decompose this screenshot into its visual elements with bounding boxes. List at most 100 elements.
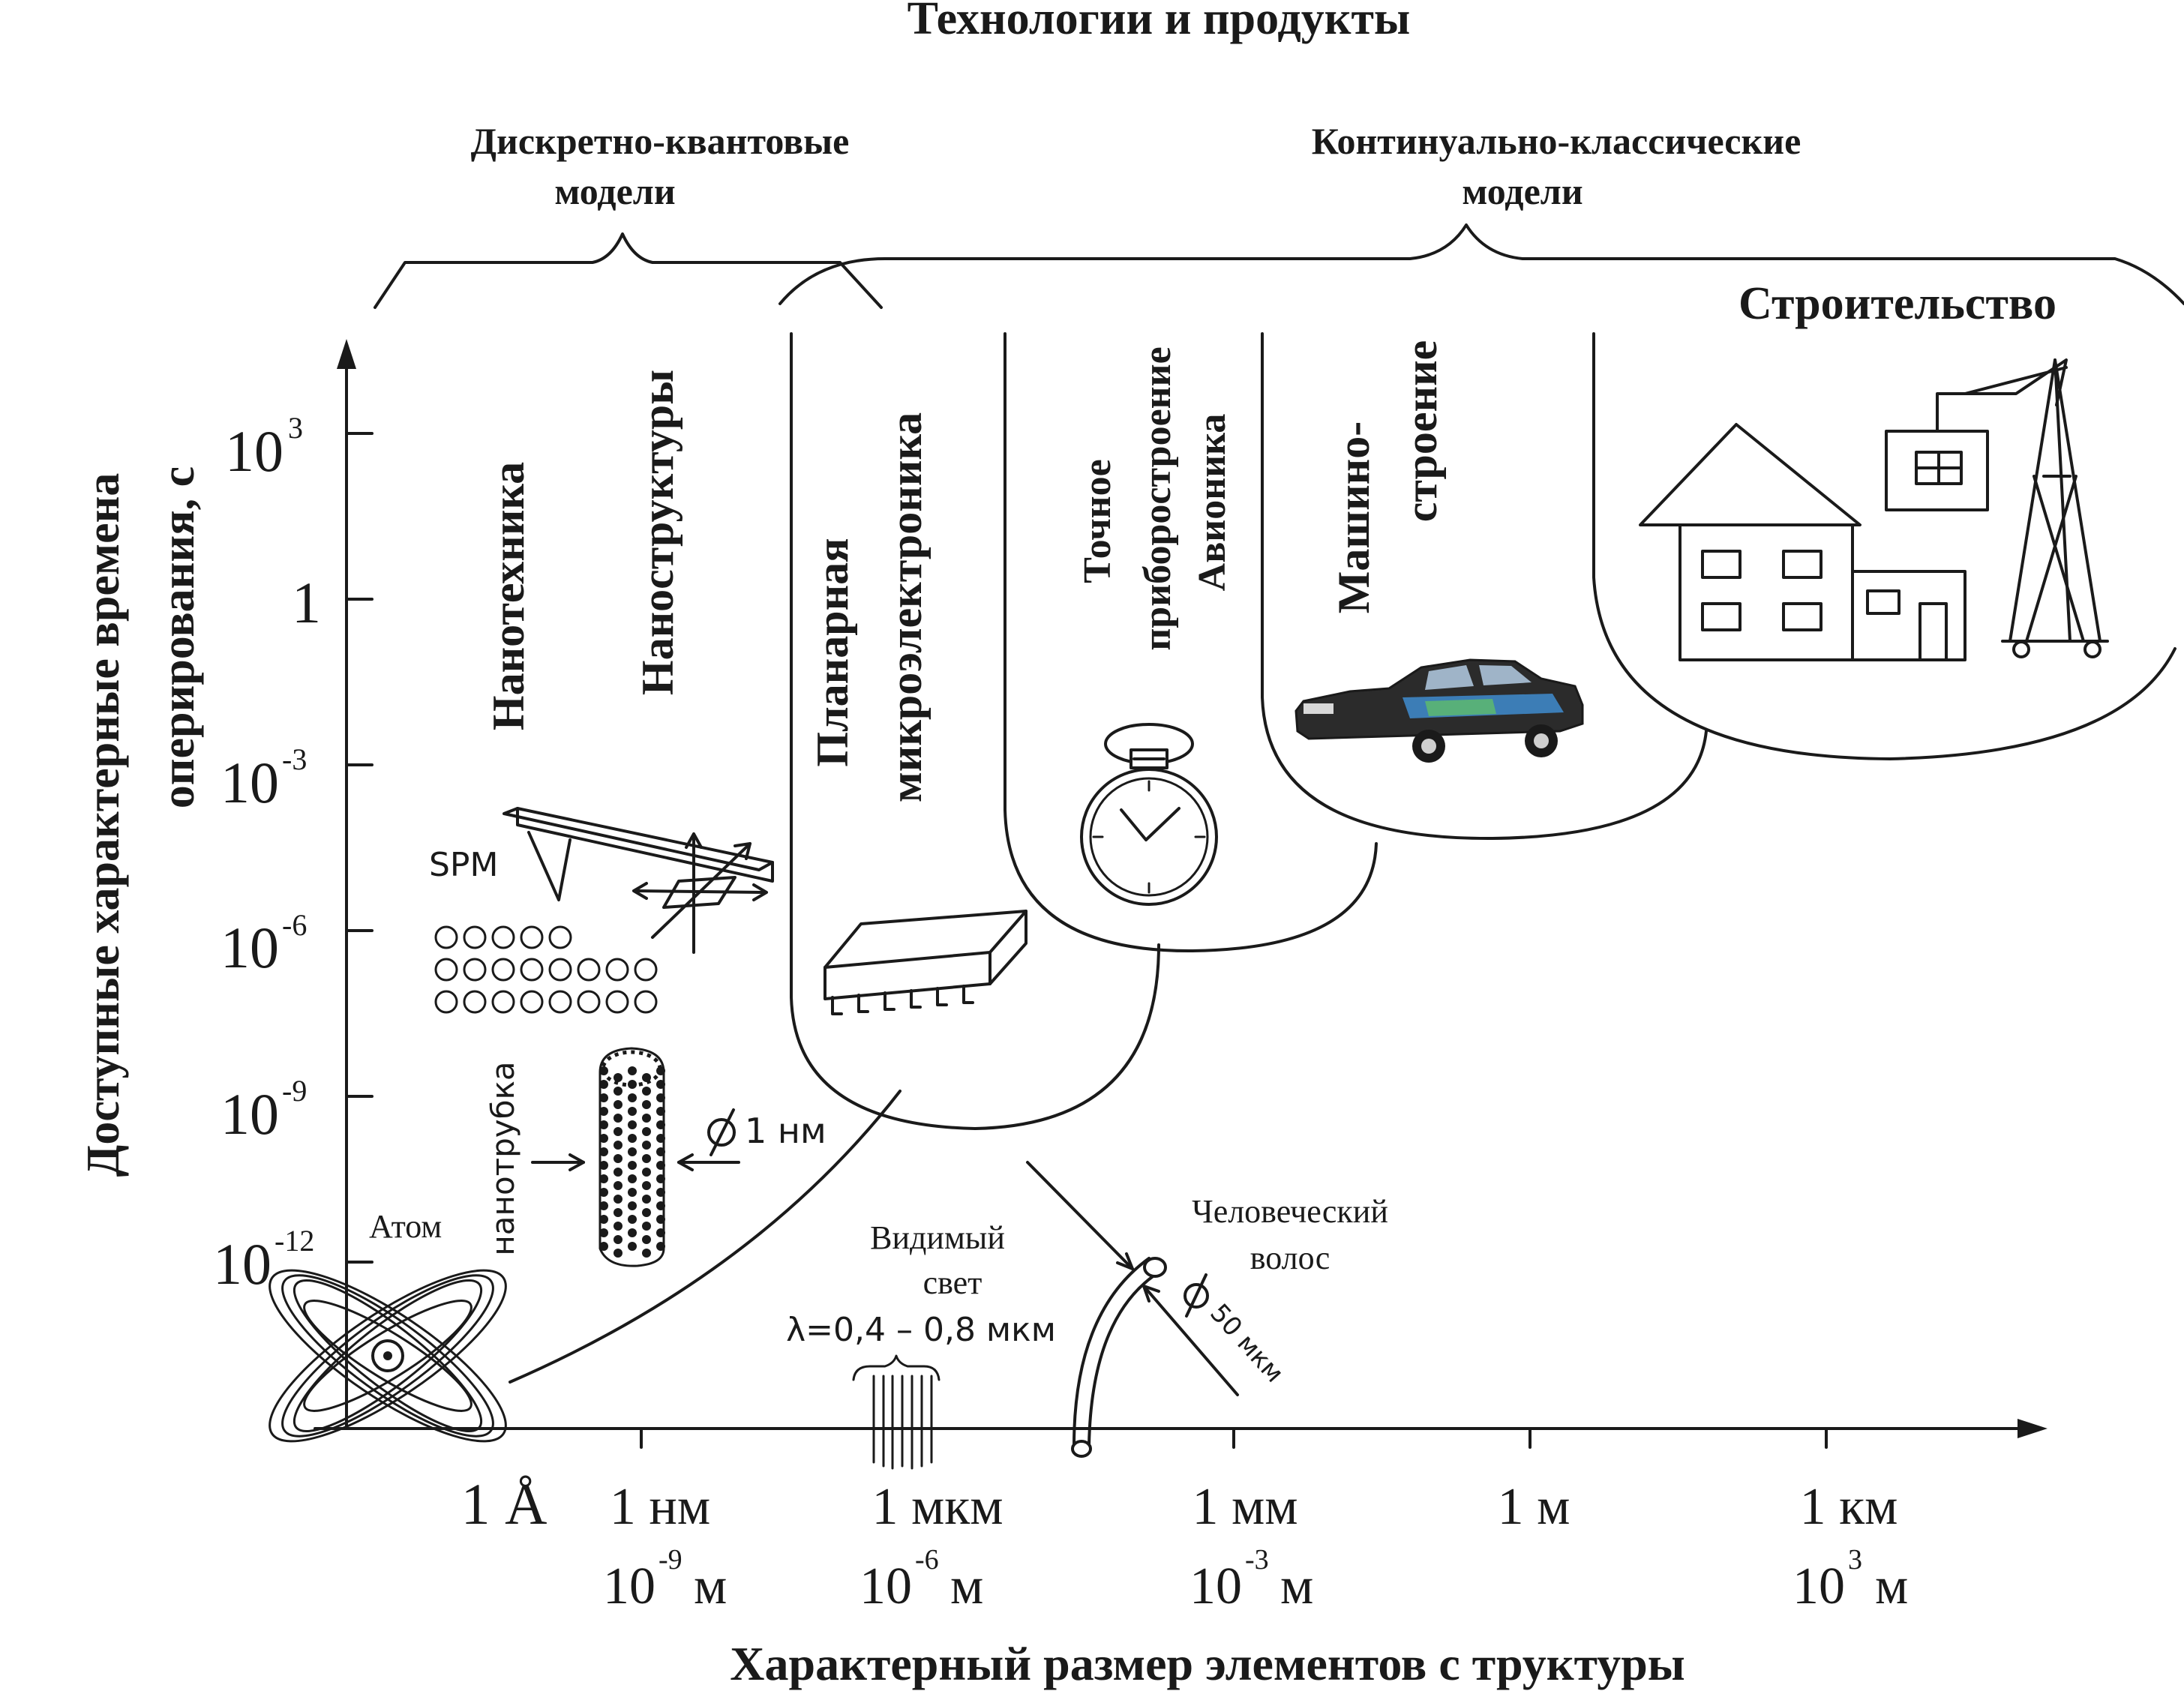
nanotube-bead: [656, 1080, 665, 1089]
diagram-title: Технологии и продукты: [908, 0, 1411, 44]
atom-lattice: [434, 925, 658, 1014]
lattice-atom: [520, 925, 544, 949]
nano-region-boundary: [508, 1090, 902, 1384]
nanotube-bead: [642, 1127, 651, 1136]
lattice-atom: [577, 958, 601, 982]
lattice-atom: [577, 990, 601, 1014]
nanotube-bead: [656, 1107, 665, 1116]
nanotube-bead: [656, 1120, 665, 1129]
nanotube-bead: [599, 1161, 608, 1170]
nanotube-bead: [642, 1195, 651, 1204]
nanotube-bead: [628, 1161, 637, 1170]
hair-diameter-label: 50 мкм: [1204, 1298, 1289, 1388]
y-axis-label: Доступные характерные времена: [78, 473, 129, 1177]
nanotube-bead: [656, 1228, 665, 1237]
light-wave-lines: [872, 1375, 933, 1470]
lattice-atom: [548, 958, 572, 982]
nanotube-bead: [642, 1114, 651, 1123]
nanotube-bead: [628, 1134, 637, 1143]
nanotube-bead: [656, 1215, 665, 1224]
svg-text:м: м: [950, 1558, 983, 1615]
nanotube-bead: [642, 1181, 651, 1190]
nanotube-bead: [599, 1201, 608, 1210]
x-tick-label: 1 нм: [610, 1478, 710, 1536]
atom-icon: [268, 1269, 507, 1443]
svg-text:10: 10: [213, 1231, 272, 1297]
visible-light-label: свет: [923, 1264, 982, 1301]
lattice-atom: [491, 958, 515, 982]
construction-region-boundary: [1592, 332, 2176, 760]
svg-text:10: 10: [1792, 1558, 1845, 1615]
hair-pointer-arrow: [1026, 1161, 1239, 1396]
nanotube-bead: [614, 1249, 622, 1258]
lattice-atom: [434, 990, 458, 1014]
nanotube-bead: [628, 1066, 637, 1075]
nanotube-diameter-arrows: [531, 1153, 740, 1171]
nanotube-bead: [656, 1188, 665, 1197]
svg-text:-3: -3: [1245, 1544, 1269, 1576]
wavelength-brace: [852, 1354, 940, 1381]
nanotube-bead: [614, 1114, 622, 1123]
mech-region-boundary: [1261, 332, 1708, 841]
spm-label: SPM: [429, 846, 498, 884]
svg-text:10: 10: [225, 418, 284, 484]
region-construction-label: Строительство: [1738, 278, 2056, 329]
nanotube-bead: [614, 1127, 622, 1136]
nanotube-bead: [614, 1235, 622, 1244]
svg-text:-3: -3: [282, 742, 307, 776]
region-precision-label: приборостроение: [1136, 346, 1179, 650]
lattice-atom: [463, 990, 487, 1014]
nanotube-bead: [656, 1201, 665, 1210]
group-quantum-label: Дискретно-квантовые: [471, 120, 850, 162]
svg-text:1: 1: [292, 570, 321, 635]
x-tick-label: 1 км: [1800, 1478, 1898, 1536]
region-precision-label: Авионика: [1191, 414, 1234, 592]
nanotube-bead: [614, 1154, 622, 1163]
nanotube-bead: [614, 1100, 622, 1109]
lattice-atom: [548, 925, 572, 949]
nanotube-bead: [656, 1093, 665, 1102]
lattice-atom: [520, 958, 544, 982]
lattice-atom: [491, 990, 515, 1014]
svg-text:м: м: [1280, 1558, 1313, 1615]
diameter-symbol-icon: [1184, 1273, 1209, 1318]
nanotube-bead: [614, 1181, 622, 1190]
x-tick-label: 1 Å: [461, 1471, 548, 1537]
x-axis-arrow: [2018, 1419, 2048, 1438]
nanotube-bead: [642, 1249, 651, 1258]
nanotube-bead: [642, 1154, 651, 1163]
svg-text:м: м: [1875, 1558, 1908, 1615]
nanotube-bead: [599, 1147, 608, 1156]
nanotube-bead: [628, 1201, 637, 1210]
nanotube-bead: [628, 1228, 637, 1237]
y-tick-label: 10 -12: [213, 1224, 314, 1297]
x-tick-label: 1 мм: [1192, 1478, 1298, 1536]
human-hair-icon: [1071, 1257, 1167, 1458]
nanotube-bead: [628, 1093, 637, 1102]
region-mech-label: Машино-: [1329, 421, 1378, 613]
nanotube-bead: [642, 1208, 651, 1217]
svg-text:-6: -6: [915, 1544, 939, 1576]
nanotube-bead: [628, 1188, 637, 1197]
svg-text:-9: -9: [658, 1544, 682, 1576]
lattice-atom: [634, 958, 658, 982]
planar-region-boundary: [790, 332, 1160, 1130]
nanotube-bead: [656, 1147, 665, 1156]
nanotube-bead: [614, 1168, 622, 1177]
lattice-atom: [605, 990, 629, 1014]
nanotube-bead: [642, 1222, 651, 1231]
y-axis-label: оперирования, с: [153, 466, 204, 808]
nanotube-bead: [614, 1141, 622, 1150]
x-tick-sublabel: 10 -6 м: [860, 1544, 983, 1615]
svg-text:10: 10: [603, 1558, 656, 1615]
precision-region-boundary: [1004, 332, 1378, 953]
y-tick-label: 1: [292, 570, 321, 635]
svg-text:10: 10: [1190, 1558, 1242, 1615]
nanotube-bead: [628, 1174, 637, 1183]
crane-icon: [1885, 358, 2109, 658]
x-tick-label: 1 мкм: [872, 1478, 1003, 1536]
nanotube-bead: [642, 1235, 651, 1244]
nanotube-bead: [599, 1107, 608, 1116]
nanotube-bead: [628, 1147, 637, 1156]
